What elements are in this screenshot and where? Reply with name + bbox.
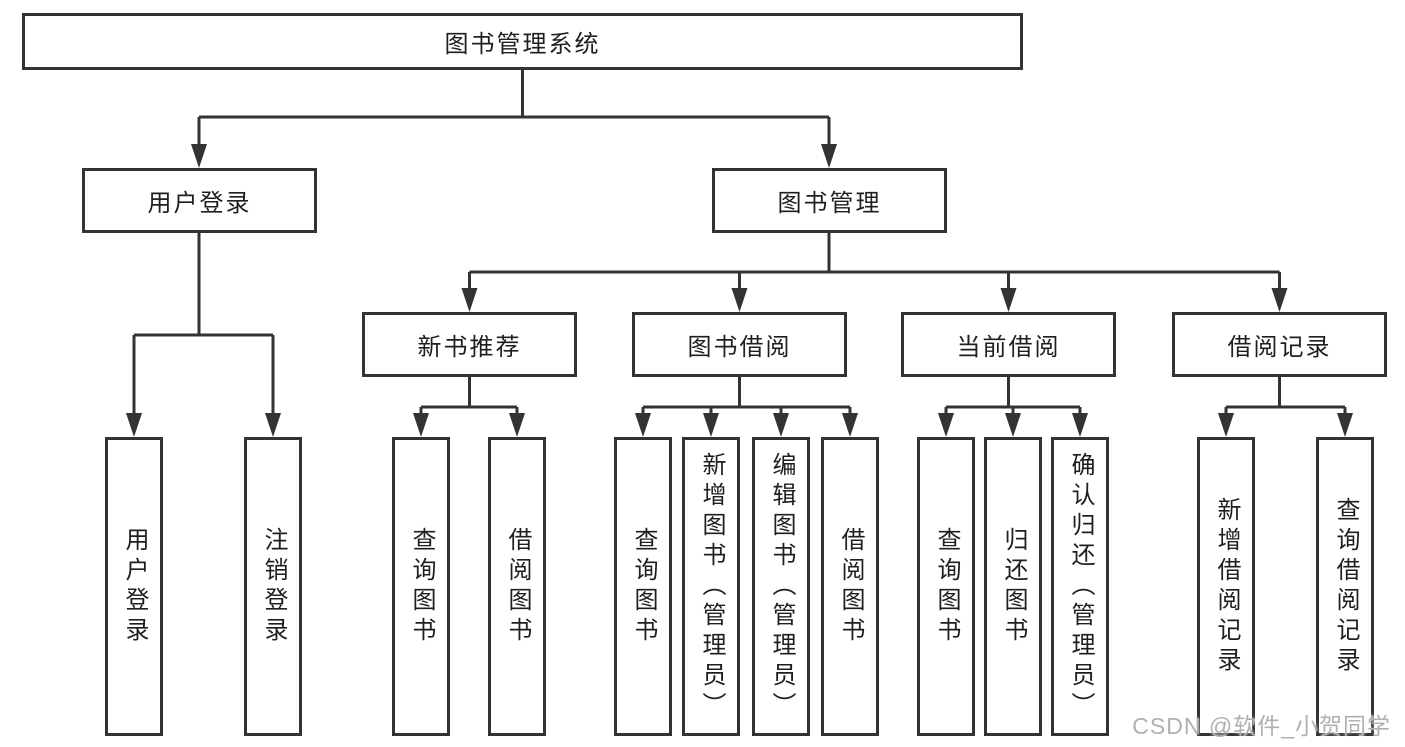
- leaf-label: 新增借阅记录: [1213, 496, 1240, 677]
- leaf-edit-book-admin: 编辑图书（管理员）: [752, 437, 810, 736]
- node-new-book-recommend: 新书推荐: [362, 312, 577, 377]
- leaf-query-borrow-record: 查询借阅记录: [1316, 437, 1374, 736]
- leaf-label: 借阅图书: [837, 526, 864, 647]
- leaf-borrow-book-recommend: 借阅图书: [488, 437, 546, 736]
- leaf-label: 确认归还（管理员）: [1067, 451, 1094, 722]
- leaf-add-book-admin: 新增图书（管理员）: [682, 437, 740, 736]
- leaf-add-borrow-record: 新增借阅记录: [1197, 437, 1255, 736]
- leaf-return-book: 归还图书: [984, 437, 1042, 736]
- leaf-label: 用户登录: [121, 526, 148, 647]
- node-library-system: 图书管理系统: [22, 13, 1023, 70]
- leaf-query-book-borrow: 查询图书: [614, 437, 672, 736]
- leaf-label: 查询图书: [933, 526, 960, 647]
- leaf-label: 查询借阅记录: [1332, 496, 1359, 677]
- leaf-label: 归还图书: [1000, 526, 1027, 647]
- leaf-query-book-recommend: 查询图书: [392, 437, 450, 736]
- leaf-confirm-return-admin: 确认归还（管理员）: [1051, 437, 1109, 736]
- arrowheads: [126, 144, 1353, 437]
- leaf-label: 借阅图书: [504, 526, 531, 647]
- leaf-label: 编辑图书（管理员）: [768, 451, 795, 722]
- node-book-borrow: 图书借阅: [632, 312, 847, 377]
- node-user-login: 用户登录: [82, 168, 317, 233]
- leaf-label: 查询图书: [630, 526, 657, 647]
- leaf-label: 新增图书（管理员）: [698, 451, 725, 722]
- leaf-label: 查询图书: [408, 526, 435, 647]
- node-current-borrow: 当前借阅: [901, 312, 1116, 377]
- leaf-logout: 注销登录: [244, 437, 302, 736]
- node-borrow-record: 借阅记录: [1172, 312, 1387, 377]
- leaf-label: 注销登录: [260, 526, 287, 647]
- leaf-borrow-book: 借阅图书: [821, 437, 879, 736]
- leaf-user-login: 用户登录: [105, 437, 163, 736]
- leaf-query-book-current: 查询图书: [917, 437, 975, 736]
- node-book-management: 图书管理: [712, 168, 947, 233]
